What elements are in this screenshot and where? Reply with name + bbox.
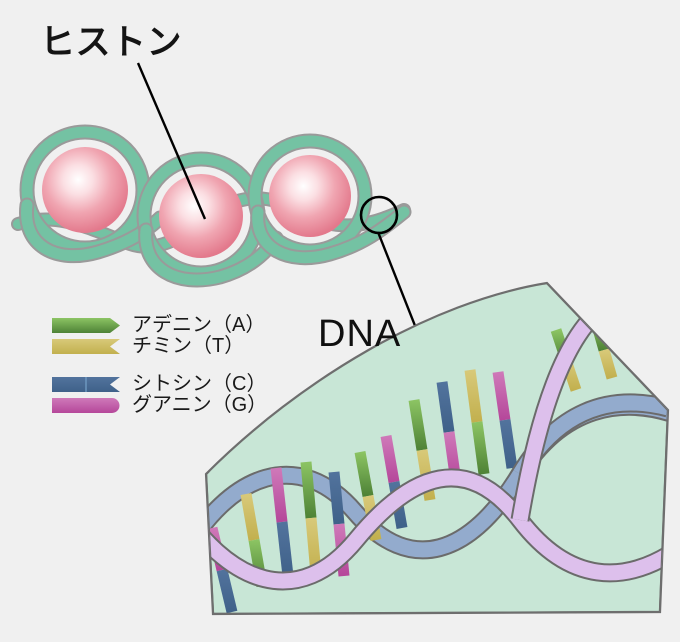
page-title-dna: DNA (318, 313, 402, 355)
cytosine-swatch-icon (52, 377, 120, 392)
histone-leader-line (136, 62, 207, 220)
legend-group-at: アデニン（A） チミン（T） (52, 314, 282, 358)
histone-core-1 (42, 147, 128, 233)
guanine-swatch-icon (52, 398, 120, 413)
dna-detail-panel (204, 281, 670, 616)
page-title-histone: ヒストン (40, 23, 183, 62)
legend-item-thymine: チミン（T） (52, 335, 282, 358)
base-pair-rungs (206, 320, 618, 614)
adenine-swatch-icon (52, 318, 120, 333)
histone-core-2 (159, 174, 243, 258)
nucleosome-chain (11, 124, 412, 288)
legend-group-cg: シトシン（C） グアニン（G） (52, 373, 282, 417)
guanine-label: グアニン（G） (132, 394, 268, 416)
dna-strand-front (206, 468, 668, 591)
legend-item-adenine: アデニン（A） (52, 314, 282, 337)
base-legend: アデニン（A） チミン（T） (52, 314, 282, 417)
adenine-label: アデニン（A） (132, 314, 266, 336)
thymine-label: チミン（T） (132, 335, 245, 357)
legend-item-cytosine: シトシン（C） (52, 373, 282, 396)
legend-item-guanine: グアニン（G） (52, 394, 282, 417)
cytosine-label: シトシン（C） (132, 373, 267, 395)
histone-core-3 (269, 155, 351, 237)
thymine-swatch-icon (52, 339, 120, 354)
nucleosome-3 (247, 133, 412, 266)
